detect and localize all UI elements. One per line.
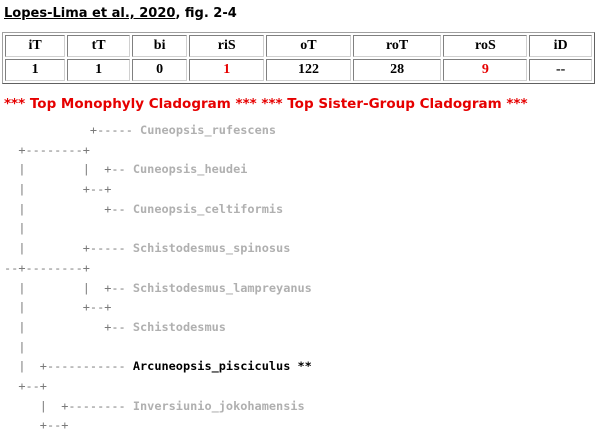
- cladogram-line: +--+: [4, 416, 312, 434]
- stats-header-row: iT tT bi riS oT roT roS iD: [5, 35, 592, 57]
- figure-title: Lopes-Lima et al., 2020, fig. 2-4: [4, 6, 237, 21]
- cladogram-heading: *** Top Monophyly Cladogram *** *** Top …: [4, 96, 528, 112]
- focus-taxon-label: Arcuneopsis_pisciculus **: [132, 359, 312, 374]
- tree-branch: | +--: [4, 201, 133, 216]
- cladogram-line: +--+: [4, 377, 312, 397]
- tree-branch: +--+: [4, 378, 47, 393]
- figure-label: , fig. 2-4: [175, 6, 237, 21]
- taxon-label: Schistodesmus_spinosus: [132, 241, 291, 256]
- cladogram-line: |: [4, 338, 312, 358]
- taxon-label: Cuneopsis_rufescens: [140, 123, 277, 137]
- tree-branch: | | +--: [4, 280, 133, 295]
- cladogram-tree: +----- Cuneopsis_rufescens +--------+ | …: [4, 121, 312, 434]
- tree-branch: |: [4, 221, 26, 236]
- tree-branch: | +--+: [4, 300, 112, 315]
- value-iT: 1: [5, 59, 66, 81]
- cladogram-line: | | +-- Schistodesmus_lampreyanus: [4, 279, 312, 299]
- value-tT: 1: [67, 59, 130, 81]
- tree-branch: | +--------: [4, 398, 133, 413]
- tree-branch: --+--------+: [4, 260, 90, 275]
- cladogram-line: |: [4, 219, 312, 239]
- column-header-tT: tT: [67, 35, 130, 57]
- cladogram-line: | | +-- Cuneopsis_heudei: [4, 160, 312, 180]
- taxon-label: Schistodesmus: [132, 319, 226, 334]
- column-header-riS: riS: [189, 35, 265, 57]
- tree-branch: | +-----------: [4, 359, 133, 374]
- cladogram-line: +----- Cuneopsis_rufescens: [4, 121, 312, 141]
- cladogram-line: | +-- Cuneopsis_celtiformis: [4, 200, 312, 220]
- cladogram-line: | +--+: [4, 298, 312, 318]
- tree-branch: | | +--: [4, 162, 133, 177]
- column-header-oT: oT: [266, 35, 351, 57]
- stats-table: iT tT bi riS oT roT roS iD 1 1 0 1 122 2…: [2, 32, 595, 84]
- tree-branch: | +--+: [4, 182, 112, 197]
- column-header-roS: roS: [443, 35, 528, 57]
- cladogram-line: | +----------- Arcuneopsis_pisciculus **: [4, 357, 312, 377]
- stats-value-row: 1 1 0 1 122 28 9 --: [5, 59, 592, 81]
- cladogram-line: +--------+: [4, 141, 312, 161]
- value-riS: 1: [189, 59, 265, 81]
- value-roS: 9: [443, 59, 528, 81]
- citation-link[interactable]: Lopes-Lima et al., 2020: [4, 6, 176, 21]
- tree-branch: +--+: [4, 418, 69, 433]
- cladogram-line: --+--------+: [4, 259, 312, 279]
- cladogram-line: | +-- Schistodesmus: [4, 318, 312, 338]
- taxon-label: Schistodesmus_lampreyanus: [132, 280, 312, 295]
- tree-branch: |: [4, 339, 26, 354]
- taxon-label: Cuneopsis_celtiformis: [132, 201, 284, 216]
- tree-branch: | +-----: [4, 241, 133, 256]
- value-bi: 0: [131, 59, 188, 81]
- column-header-iT: iT: [5, 35, 66, 57]
- tree-branch: | +--: [4, 319, 133, 334]
- value-iD: --: [529, 59, 592, 81]
- cladogram-line: | +-------- Inversiunio_jokohamensis: [4, 397, 312, 417]
- column-header-bi: bi: [131, 35, 188, 57]
- tree-branch: +-----: [4, 123, 141, 137]
- cladogram-line: | +--+: [4, 180, 312, 200]
- value-roT: 28: [352, 59, 442, 81]
- value-oT: 122: [266, 59, 351, 81]
- taxon-label: Cuneopsis_heudei: [132, 162, 248, 177]
- taxon-label: Inversiunio_jokohamensis: [132, 398, 305, 413]
- cladogram-line: | +----- Schistodesmus_spinosus: [4, 239, 312, 259]
- tree-branch: +--------+: [4, 142, 90, 157]
- column-header-roT: roT: [352, 35, 442, 57]
- column-header-iD: iD: [529, 35, 592, 57]
